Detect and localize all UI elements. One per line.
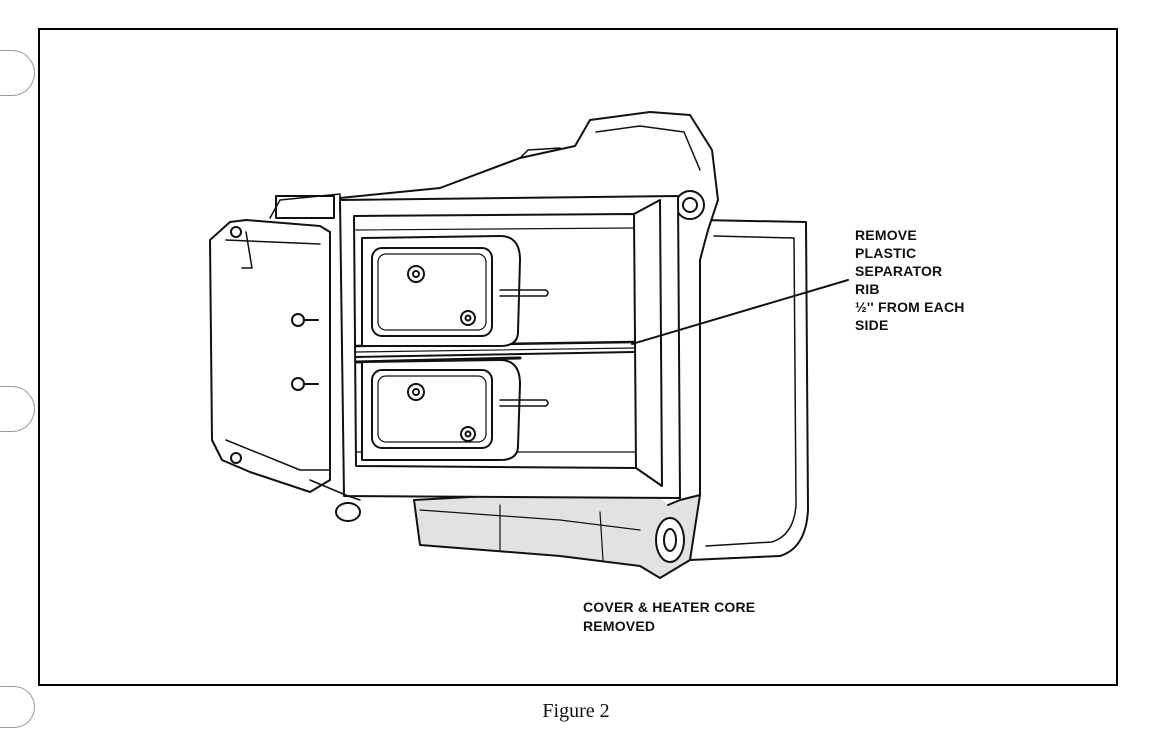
mounting-ear-bottom (655, 517, 685, 563)
left-pin-lower (291, 377, 319, 391)
bottom-fastener (335, 502, 361, 522)
figure-frame (38, 28, 1118, 686)
mounting-ear-top (675, 190, 705, 220)
callout-line: SEPARATOR (855, 263, 943, 279)
binder-hole-top (0, 50, 35, 96)
callout-line: COVER & HEATER CORE (583, 599, 756, 615)
right-side-housing (689, 219, 809, 561)
callout-line: ½'' FROM EACH (855, 299, 965, 315)
left-actuator-bracket (209, 193, 361, 522)
binder-hole-bottom (0, 686, 35, 728)
callout-line: REMOVED (583, 618, 656, 634)
left-pin-upper (291, 313, 319, 327)
upper-door (361, 235, 549, 347)
callout-line: RIB (855, 281, 880, 297)
figure-caption: Figure 2 (542, 700, 610, 722)
lower-door (361, 359, 549, 461)
callout-line: REMOVE (855, 227, 917, 243)
rib-leader-line (631, 279, 849, 345)
callout-line: SIDE (855, 317, 889, 333)
callout-line: PLASTIC (855, 245, 917, 261)
